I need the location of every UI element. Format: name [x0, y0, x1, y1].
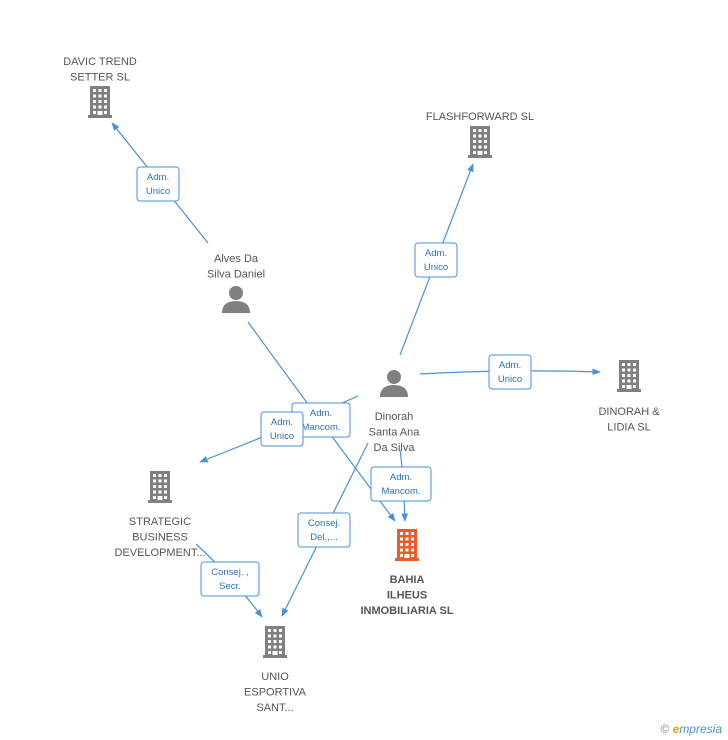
- edge-label-box: [260, 411, 304, 447]
- building-icon: [88, 86, 112, 118]
- edge-label-box: [200, 561, 260, 597]
- node-label-line: Santa Ana: [369, 427, 421, 439]
- edge-label-line: Secr.: [219, 581, 241, 592]
- edge-label-line: Mancom.: [381, 486, 420, 497]
- building-icon: [468, 126, 492, 158]
- building-icon: [148, 471, 172, 503]
- brand-logo-e: e: [672, 722, 680, 736]
- brand-name: mpresia: [679, 722, 722, 736]
- edge-label-dinorah-unio[interactable]: Consej. Del.,...: [297, 512, 351, 548]
- node-flash[interactable]: FLASHFORWARD SL: [426, 111, 534, 158]
- node-label-line: Dinorah: [375, 411, 414, 423]
- node-unio[interactable]: UNIO ESPORTIVA SANT...: [244, 626, 307, 714]
- edge-label-line: Adm.: [271, 417, 293, 428]
- edge-label-strategic-unio[interactable]: Consej. , Secr.: [200, 561, 260, 597]
- edge-label-line: Adm.: [310, 408, 332, 419]
- node-label-line: INMOBILIARIA SL: [360, 605, 453, 617]
- node-label-line: DEVELOPMENT...: [114, 547, 205, 559]
- node-label-line: DAVIC TREND: [63, 56, 137, 68]
- edge-label-line: Unico: [146, 186, 170, 197]
- node-label-line: Alves Da: [214, 253, 259, 265]
- node-label-line: ILHEUS: [387, 590, 427, 602]
- person-icon: [222, 286, 250, 313]
- person-icon: [380, 370, 408, 397]
- node-strategic[interactable]: STRATEGIC BUSINESS DEVELOPMENT...: [114, 471, 206, 559]
- edge-label-line: Mancom.: [301, 422, 340, 433]
- edge-label-line: Del.,...: [310, 532, 337, 543]
- edge-label-line: Adm.: [499, 360, 521, 371]
- node-label-line: ESPORTIVA: [244, 687, 307, 699]
- edge-label-line: Adm.: [147, 172, 169, 183]
- node-label-line: BUSINESS: [132, 532, 188, 544]
- edge-label-line: Unico: [270, 431, 294, 442]
- building-icon: [395, 529, 419, 561]
- node-label-line: UNIO: [261, 671, 289, 683]
- node-bahia[interactable]: BAHIA ILHEUS INMOBILIARIA SL: [360, 529, 454, 617]
- node-label-line: LIDIA SL: [607, 422, 650, 434]
- edge-label-dinorah-dinlidia[interactable]: Adm. Unico: [488, 354, 532, 390]
- edge-label-box: [136, 166, 180, 202]
- edge-label-box: [414, 242, 458, 278]
- node-label-line: SETTER SL: [70, 72, 130, 84]
- node-dinlidia[interactable]: DINORAH & LIDIA SL: [598, 360, 660, 434]
- node-label-line: Silva Daniel: [207, 269, 265, 281]
- edge-label-line: Unico: [498, 374, 522, 385]
- edge-label-box: [488, 354, 532, 390]
- nodes-layer: DAVIC TREND SETTER SL FLASHFORWARD SL Alves…: [63, 56, 660, 714]
- node-label-line: BAHIA: [390, 574, 425, 586]
- node-label-line: Da Silva: [374, 442, 416, 454]
- edge-labels-layer: Adm.UnicoAdm.UnicoAdm.UnicoAdm.Mancom.Ad…: [136, 166, 532, 597]
- edge-label-line: Adm.: [425, 248, 447, 259]
- building-icon: [617, 360, 641, 392]
- edge-label-line: Consej. ,: [211, 567, 249, 578]
- building-icon: [263, 626, 287, 658]
- edge-label-box: [370, 466, 432, 502]
- edge-label-dinorah-strategic[interactable]: Adm. Unico: [260, 411, 304, 447]
- node-label-line: STRATEGIC: [129, 516, 191, 528]
- edge-label-line: Unico: [424, 262, 448, 273]
- edge-label-alves-davic[interactable]: Adm. Unico: [136, 166, 180, 202]
- copyright-symbol: ©: [660, 722, 670, 736]
- node-alves[interactable]: Alves Da Silva Daniel: [207, 253, 265, 313]
- edge-label-dinorah-bahia[interactable]: Adm. Mancom.: [370, 466, 432, 502]
- edge-label-box: [297, 512, 351, 548]
- brand-watermark: © empresia: [660, 722, 722, 736]
- node-davic[interactable]: DAVIC TREND SETTER SL: [63, 56, 137, 118]
- node-label-line: FLASHFORWARD SL: [426, 111, 534, 123]
- node-label-line: SANT...: [256, 702, 293, 714]
- edge-label-line: Consej.: [308, 518, 340, 529]
- node-label-line: DINORAH &: [598, 406, 660, 418]
- edge-label-dinorah-flash[interactable]: Adm. Unico: [414, 242, 458, 278]
- edge-label-line: Adm.: [390, 472, 412, 483]
